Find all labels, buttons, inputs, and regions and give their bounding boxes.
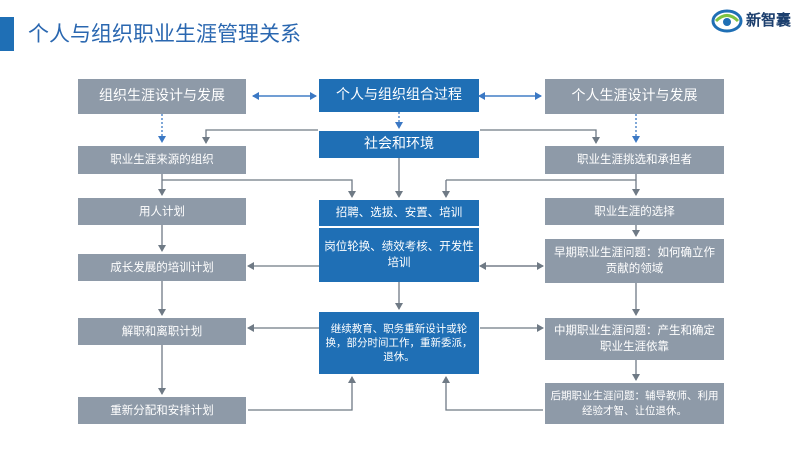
center-item-3: 继续教育、职务重新设计或轮换，部分时间工作，重新委派，退休。 <box>319 312 479 374</box>
center-header-box: 个人与组织组合过程 <box>319 79 479 112</box>
right-item-2: 职业生涯的选择 <box>545 198 724 225</box>
page-title: 个人与组织职业生涯管理关系 <box>28 22 301 46</box>
center-env-box: 社会和环境 <box>319 131 479 158</box>
right-item-5: 后期职业生涯问题：辅导教师、利用经验才智、让位退休。 <box>545 383 724 424</box>
left-item-5: 重新分配和安排计划 <box>78 397 246 424</box>
eye-swirl-logo-icon <box>711 9 743 33</box>
right-item-1: 职业生涯挑选和承担者 <box>545 146 724 174</box>
right-header-box: 个人生涯设计与发展 <box>545 79 724 114</box>
right-item-4: 中期职业生涯问题：产生和确定职业生涯依靠 <box>545 318 724 360</box>
center-item-2: 岗位轮换、绩效考核、开发性培训 <box>319 228 479 282</box>
left-item-3: 成长发展的培训计划 <box>78 254 246 281</box>
left-header-box: 组织生涯设计与发展 <box>78 79 246 114</box>
logo-text: 新智囊 <box>746 11 792 29</box>
title-accent-bar <box>0 17 14 51</box>
center-item-1: 招聘、选拔、安置、培训 <box>319 200 479 226</box>
left-item-4: 解职和离职计划 <box>78 318 246 345</box>
left-item-2: 用人计划 <box>78 198 246 225</box>
right-item-3: 早期职业生涯问题：如何确立作贡献的领域 <box>545 239 724 283</box>
left-item-1: 职业生涯来源的组织 <box>78 146 246 174</box>
